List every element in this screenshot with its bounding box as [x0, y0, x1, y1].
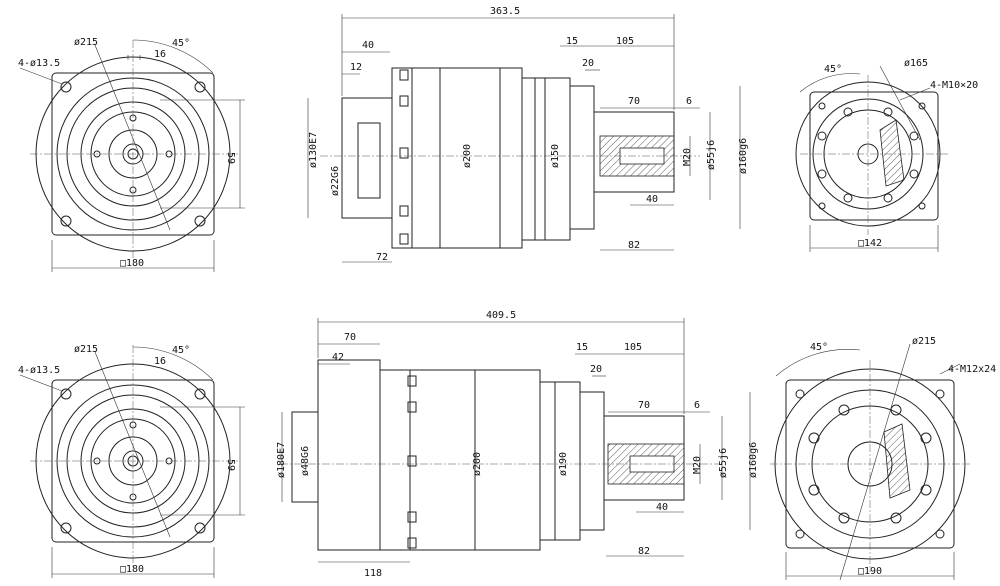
- square-label: □142: [858, 238, 882, 249]
- dim-70-label: 70: [344, 332, 356, 343]
- dim-40-label: 40: [656, 502, 668, 513]
- dim-total-label: 409.5: [486, 310, 516, 321]
- holes-label: 4-M10×20: [930, 80, 978, 91]
- dim-82-label: 82: [638, 546, 650, 557]
- square-label: □180: [120, 564, 144, 575]
- bottom-left-flange-view: 4-ø13.5 ø215 16 45° 59 □180: [18, 344, 245, 578]
- dim-180-label: ø180E7: [276, 442, 287, 478]
- angle-label: 45°: [824, 64, 842, 75]
- holes-label: 4-ø13.5: [18, 365, 60, 376]
- dim-22-label: ø22G6: [330, 166, 341, 196]
- dim-42-label: 42: [332, 352, 344, 363]
- dim-40-label: 40: [362, 40, 374, 51]
- diameter-label: ø215: [74, 344, 98, 355]
- dim-55-label: ø55j6: [718, 448, 729, 478]
- dim-55-label: ø55j6: [706, 140, 717, 170]
- dim-59-label: 59: [225, 459, 236, 471]
- dim-20-label: 20: [582, 58, 594, 69]
- dim-m20-label: M20: [682, 148, 693, 166]
- dim-16-label: 16: [154, 49, 166, 60]
- dim-total-label: 363.5: [490, 6, 520, 17]
- dim-48-label: ø48G6: [300, 446, 311, 476]
- diameter-label: ø215: [74, 37, 98, 48]
- dim-20-label: 20: [590, 364, 602, 375]
- top-right-end-view: 45° ø165 4-M10×20 □142: [795, 58, 978, 252]
- bottom-side-view: 409.5 70 42 15 105 20 70 6 ø180E7 ø48G6 …: [276, 310, 759, 579]
- angle-label: 45°: [810, 342, 828, 353]
- angle-label: 45°: [172, 345, 190, 356]
- top-left-flange-view: 4-ø13.5 ø215 16 45° 59 □180: [18, 37, 245, 272]
- dim-6-label: 6: [686, 96, 692, 107]
- dim-m20-label: M20: [692, 456, 703, 474]
- dim-160-label: ø160g6: [748, 442, 759, 478]
- dim-105-label: 105: [616, 36, 634, 47]
- dim-40b-label: 40: [646, 194, 658, 205]
- dim-82-label: 82: [628, 240, 640, 251]
- dim-200-label: ø200: [462, 144, 473, 168]
- dim-72-label: 72: [376, 252, 388, 263]
- dim-105-label: 105: [624, 342, 642, 353]
- diameter-label: ø165: [904, 58, 928, 69]
- square-label: □190: [858, 566, 882, 577]
- dim-190-label: ø190: [558, 452, 569, 476]
- angle-label: 45°: [172, 38, 190, 49]
- dim-15-label: 15: [576, 342, 588, 353]
- holes-label: 4-ø13.5: [18, 58, 60, 69]
- dim-59-label: 59: [225, 152, 236, 164]
- dim-200-label: ø200: [472, 452, 483, 476]
- diameter-label: ø215: [912, 336, 936, 347]
- dim-15-label: 15: [566, 36, 578, 47]
- dim-16-label: 16: [154, 356, 166, 367]
- dim-160-label: ø160g6: [738, 138, 749, 174]
- dim-70b-label: 70: [638, 400, 650, 411]
- dim-6-label: 6: [694, 400, 700, 411]
- dim-70-label: 70: [628, 96, 640, 107]
- dim-150-label: ø150: [550, 144, 561, 168]
- bottom-right-end-view: 45° ø215 4-M12x24 □190: [770, 336, 996, 581]
- holes-label: 4-M12x24: [948, 364, 996, 375]
- top-side-view: 363.5 40 12 15 105 20 70 6 ø130E7 ø22G6 …: [307, 6, 749, 263]
- square-label: □180: [120, 258, 144, 269]
- dim-118-label: 118: [364, 568, 382, 579]
- dim-130-label: ø130E7: [308, 132, 319, 168]
- dim-12-label: 12: [350, 62, 362, 73]
